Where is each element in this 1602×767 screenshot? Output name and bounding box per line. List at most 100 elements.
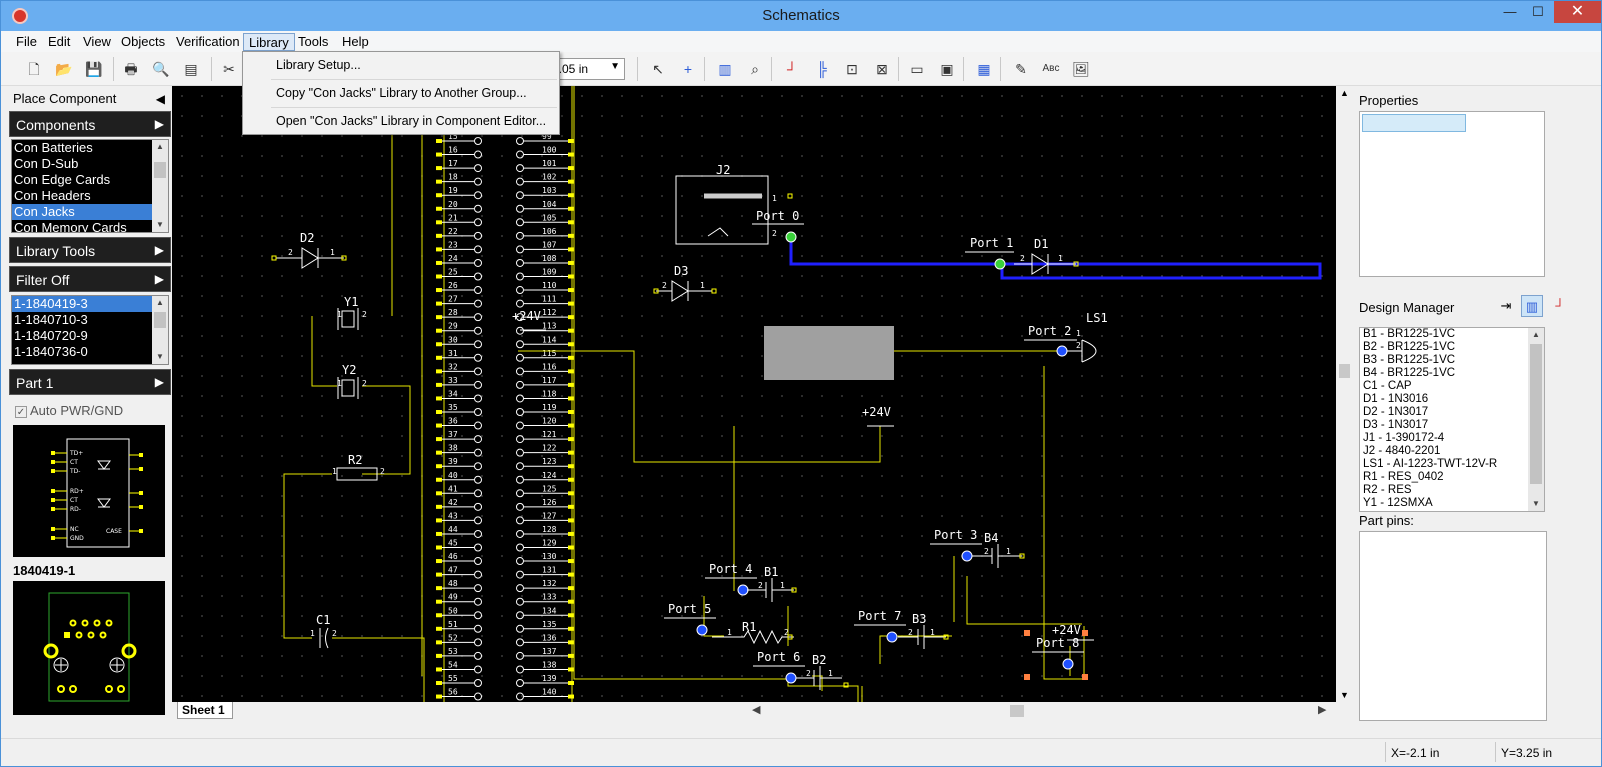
scrollbar[interactable]: ▲▼ <box>152 140 168 232</box>
menu-tools[interactable]: Tools <box>298 34 329 49</box>
bus-pin-circle <box>516 529 524 538</box>
list-item[interactable]: R2 - RES <box>1363 484 1412 496</box>
open-folder-icon[interactable]: 📂 <box>55 61 73 77</box>
print-icon[interactable]: 🖶 <box>124 61 138 77</box>
component-group-list[interactable]: Con Batteries Con D-Sub Con Edge Cards C… <box>11 139 169 233</box>
new-file-icon[interactable]: 🗋 <box>28 61 40 77</box>
menu-item-copy-library[interactable]: Copy "Con Jacks" Library to Another Grou… <box>276 86 527 100</box>
auto-pwr-checkbox[interactable]: ✓Auto PWR/GND <box>15 403 123 418</box>
chevron-right-icon: ▶ <box>154 272 164 286</box>
report-icon[interactable]: ▤ <box>184 61 198 77</box>
menu-edit[interactable]: Edit <box>48 34 71 49</box>
bus-pad <box>436 694 442 699</box>
filter-header[interactable]: Filter Off ▶ <box>9 266 171 292</box>
maximize-button[interactable]: ☐ <box>1532 4 1544 19</box>
grid-size-select[interactable]: 0.05 in ▼ <box>549 58 625 80</box>
bus-icon[interactable]: ╠ <box>817 61 827 77</box>
net-view-icon[interactable]: ┘ <box>1555 298 1565 313</box>
design-manager-list[interactable]: B1 - BR1225-1VC B2 - BR1225-1VC B3 - BR1… <box>1359 327 1545 512</box>
list-item[interactable]: LS1 - AI-1223-TWT-12V-R <box>1363 458 1498 470</box>
bus-pad <box>568 450 574 455</box>
list-item[interactable]: C1 - CAP <box>1363 380 1412 392</box>
minimize-button[interactable]: — <box>1503 4 1517 19</box>
close-button[interactable]: ✕ <box>1554 1 1601 23</box>
list-item[interactable]: Con Batteries <box>14 140 93 155</box>
properties-grid[interactable] <box>1359 111 1545 277</box>
library-tools-header[interactable]: Library Tools ▶ <box>9 237 171 263</box>
menu-library[interactable]: Library <box>243 33 295 51</box>
schematic-view-icon[interactable]: ⇥ <box>1500 298 1512 313</box>
edit-shape-icon[interactable]: ✎ <box>1015 61 1027 77</box>
pin-number: 1 <box>337 310 342 319</box>
list-item[interactable]: B1 - BR1225-1VC <box>1363 328 1456 340</box>
bus-pad <box>436 396 442 401</box>
property-cell[interactable] <box>1362 114 1466 132</box>
wire-icon[interactable]: ┘ <box>787 61 797 77</box>
connection-icon[interactable]: ⊠ <box>876 61 888 77</box>
menu-item-library-setup[interactable]: Library Setup... <box>276 58 361 72</box>
print-preview-icon[interactable]: 🔍 <box>152 61 170 77</box>
menu-objects[interactable]: Objects <box>121 34 166 49</box>
list-item[interactable]: B3 - BR1225-1VC <box>1363 354 1456 366</box>
pin-number: 2 <box>662 281 667 290</box>
list-item[interactable]: D1 - 1N3016 <box>1363 393 1429 405</box>
bus-pin-circle <box>516 679 524 687</box>
bus-pin-circle <box>474 543 482 552</box>
menu-help[interactable]: Help <box>342 34 369 49</box>
menu-view[interactable]: View <box>83 34 111 49</box>
find-binoculars-icon[interactable]: ⌕ <box>751 61 759 77</box>
text-icon[interactable]: Aʙc <box>1042 63 1060 74</box>
canvas-vertical-scrollbar[interactable]: ▲ ▼ <box>1336 86 1353 702</box>
component-view-icon[interactable]: ▥ <box>1521 295 1543 317</box>
list-item[interactable]: Con Edge Cards <box>14 172 111 187</box>
pin-label: CT <box>70 459 78 466</box>
part-number-list[interactable]: 1-1840419-3 1-1840710-3 1-1840720-9 1-18… <box>11 295 169 365</box>
list-item[interactable]: Con Headers <box>14 188 91 203</box>
cut-icon[interactable]: ✂ <box>223 61 235 77</box>
chip-icon[interactable]: ▣ <box>940 61 954 77</box>
sheet-tab[interactable]: Sheet 1 <box>177 702 233 719</box>
list-item[interactable]: D3 - 1N3017 <box>1363 419 1429 431</box>
menu-file[interactable]: File <box>16 34 37 49</box>
scrollbar[interactable]: ▲▼ <box>1528 328 1544 511</box>
part-header[interactable]: Part 1 ▶ <box>9 369 171 395</box>
list-item[interactable]: 1-1840720-9 <box>14 328 88 343</box>
list-item[interactable]: J2 - 4840-2201 <box>1363 445 1441 457</box>
menu-verification[interactable]: Verification <box>176 34 240 49</box>
crosshair-icon[interactable]: + <box>683 61 693 77</box>
list-item[interactable]: Con Memory Cards <box>14 220 127 233</box>
list-item[interactable]: 1-1840736-0 <box>14 344 88 359</box>
net-port-icon[interactable]: ⊡ <box>846 61 858 77</box>
bus-pad <box>436 653 442 658</box>
bus-pad <box>436 152 442 157</box>
part-label: Part 1 <box>16 375 54 391</box>
menu-item-open-in-editor[interactable]: Open "Con Jacks" Library in Component Ed… <box>276 114 547 128</box>
list-item[interactable]: R1 - RES_0402 <box>1363 471 1444 483</box>
bus-pin-number: 26 <box>448 281 458 290</box>
component-icon[interactable]: ▥ <box>718 61 732 77</box>
list-item[interactable]: B2 - BR1225-1VC <box>1363 341 1456 353</box>
scrollbar[interactable]: ▲▼ <box>152 296 168 364</box>
list-item[interactable]: Con D-Sub <box>14 156 79 171</box>
list-item-selected[interactable]: 1-1840419-3 <box>12 296 152 312</box>
part-pins-list[interactable] <box>1359 531 1547 721</box>
gray-shape[interactable] <box>764 326 894 380</box>
table-icon[interactable]: ▦ <box>977 61 991 77</box>
list-item-selected[interactable]: Con Jacks <box>12 204 152 220</box>
list-item[interactable]: Y1 - 12SMXA <box>1363 497 1433 509</box>
bus-pad <box>568 206 574 211</box>
list-item[interactable]: J1 - 1-390172-4 <box>1363 432 1445 444</box>
place-component-header[interactable]: Place Component ◀ <box>9 87 171 111</box>
select-pointer-icon[interactable]: ↖ <box>652 61 664 77</box>
canvas-horizontal-scrollbar[interactable]: ◀▶ <box>752 704 1327 717</box>
bus-pad <box>568 139 574 143</box>
list-item[interactable]: 1-1840710-3 <box>14 312 88 327</box>
bus-pin-circle <box>474 191 482 200</box>
components-header[interactable]: Components ▶ <box>9 111 171 137</box>
pin-label-icon[interactable]: ▭ <box>910 61 924 77</box>
image-icon[interactable]: 🖼 <box>1072 61 1090 77</box>
list-item[interactable]: B4 - BR1225-1VC <box>1363 367 1456 379</box>
save-icon[interactable]: 💾 <box>85 61 103 77</box>
list-item[interactable]: D2 - 1N3017 <box>1363 406 1429 418</box>
